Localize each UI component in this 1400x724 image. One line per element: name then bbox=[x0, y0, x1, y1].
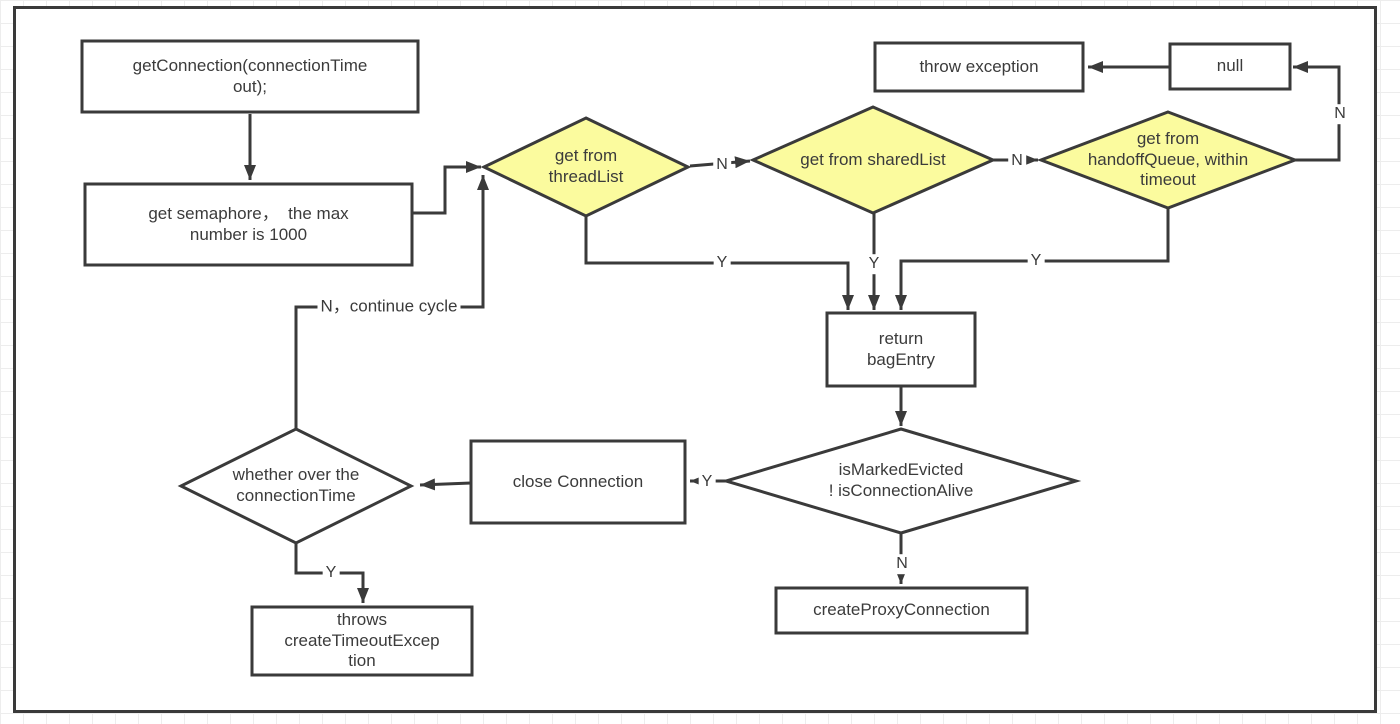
process-node-getsemaphore[interactable] bbox=[83, 182, 414, 267]
edge-label-evicted-n: N bbox=[893, 554, 911, 574]
edge-semaphore-to-threadlist bbox=[412, 161, 481, 215]
process-node-returnbagentry[interactable] bbox=[825, 311, 977, 388]
decision-node-overconnectiontime[interactable] bbox=[177, 427, 415, 545]
process-node-closeconnection[interactable] bbox=[469, 439, 687, 525]
edge-label-overtime-y: Y bbox=[322, 563, 340, 583]
process-node-throwstimeoutexception[interactable] bbox=[250, 605, 474, 677]
edge-label-continue-cycle: N，continue cycle bbox=[317, 296, 461, 318]
process-node-throwexception[interactable] bbox=[873, 41, 1085, 93]
process-node-createproxyconnection[interactable] bbox=[774, 586, 1029, 635]
edge-label-threadlist-y: Y bbox=[713, 253, 731, 273]
edge-close-to-overtime bbox=[419, 478, 472, 491]
decision-node-handoffqueue[interactable] bbox=[1036, 110, 1300, 210]
edge-label-handoff-n: N bbox=[1331, 104, 1349, 124]
edge-label-sharedlist-y: Y bbox=[865, 254, 883, 274]
decision-node-sharedlist[interactable] bbox=[749, 105, 997, 215]
process-node-getconnection[interactable] bbox=[80, 39, 420, 114]
edge-label-evicted-y: Y bbox=[698, 472, 716, 492]
decision-node-ismarkedevicted[interactable] bbox=[720, 427, 1082, 535]
edge-label-sharedlist-n: N bbox=[1008, 151, 1026, 171]
process-node-null[interactable] bbox=[1168, 42, 1292, 91]
edge-label-handoff-y: Y bbox=[1027, 251, 1045, 271]
edge-label-threadlist-n: N bbox=[713, 155, 731, 175]
decision-node-threadlist[interactable] bbox=[480, 116, 692, 218]
